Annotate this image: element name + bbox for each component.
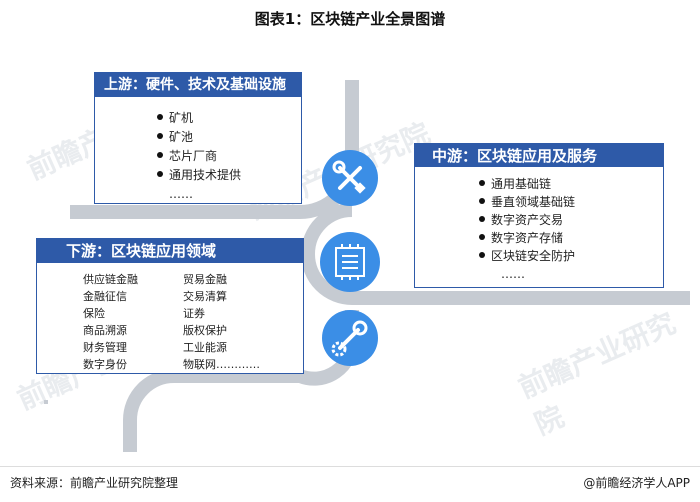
midstream-list: 通用基础链 垂直领域基础链 数字资产交易 数字资产存储 区块链安全防护 …… <box>415 167 663 283</box>
list-item: 垂直领域基础链 <box>479 193 663 211</box>
list-item: 版权保护 <box>183 324 227 337</box>
list-item: 保险 <box>83 307 105 320</box>
list-item: 交易清算 <box>183 290 227 303</box>
wrench-gear-icon <box>322 310 378 366</box>
list-item: …… <box>169 187 193 201</box>
list-item: 财务管理 <box>83 341 127 354</box>
downstream-heading: 下游：区块链应用领域 <box>36 238 304 265</box>
downstream-grid: 供应链金融 贸易金融 金融征信 交易清算 保险 证券 商品溯源 版权保护 财务管… <box>83 271 283 373</box>
list-item: …… <box>501 267 525 281</box>
source-note: 资料来源：前瞻产业研究院整理 <box>10 476 179 490</box>
upstream-box: 矿机 矿池 芯片厂商 通用技术提供 …… <box>94 96 302 204</box>
list-item: 物联网………… <box>183 358 260 371</box>
list-item: 通用技术提供 <box>157 166 301 185</box>
upstream-heading: 上游：硬件、技术及基础设施 <box>94 72 302 98</box>
page-title: 图表1：区块链产业全景图谱 <box>254 10 446 28</box>
brand-credit: @前瞻经济学人APP <box>583 476 690 490</box>
list-item: 矿机 <box>157 109 301 128</box>
tools-icon <box>322 150 378 206</box>
list-item: 贸易金融 <box>183 273 227 286</box>
list-item: 区块链安全防护 <box>479 247 663 265</box>
list-item: 通用基础链 <box>479 175 663 193</box>
list-item: 数字资产交易 <box>479 211 663 229</box>
upstream-list: 矿机 矿池 芯片厂商 通用技术提供 …… <box>95 97 301 204</box>
midstream-box: 通用基础链 垂直领域基础链 数字资产交易 数字资产存储 区块链安全防护 …… <box>414 166 664 288</box>
list-item: 供应链金融 <box>83 273 138 286</box>
list-item: 证券 <box>183 307 205 320</box>
list-item: 商品溯源 <box>83 324 127 337</box>
footer-divider <box>0 466 700 467</box>
list-item: 矿池 <box>157 128 301 147</box>
midstream-heading: 中游：区块链应用及服务 <box>414 143 664 170</box>
list-item: 数字资产存储 <box>479 229 663 247</box>
list-item: 数字身份 <box>83 358 127 371</box>
list-item: 金融征信 <box>83 290 127 303</box>
circuit-board-icon <box>320 232 380 292</box>
road-middle <box>301 203 690 305</box>
list-item: 芯片厂商 <box>157 147 301 166</box>
list-item: 工业能源 <box>183 341 227 354</box>
downstream-box: 供应链金融 贸易金融 金融征信 交易清算 保险 证券 商品溯源 版权保护 财务管… <box>36 262 304 374</box>
